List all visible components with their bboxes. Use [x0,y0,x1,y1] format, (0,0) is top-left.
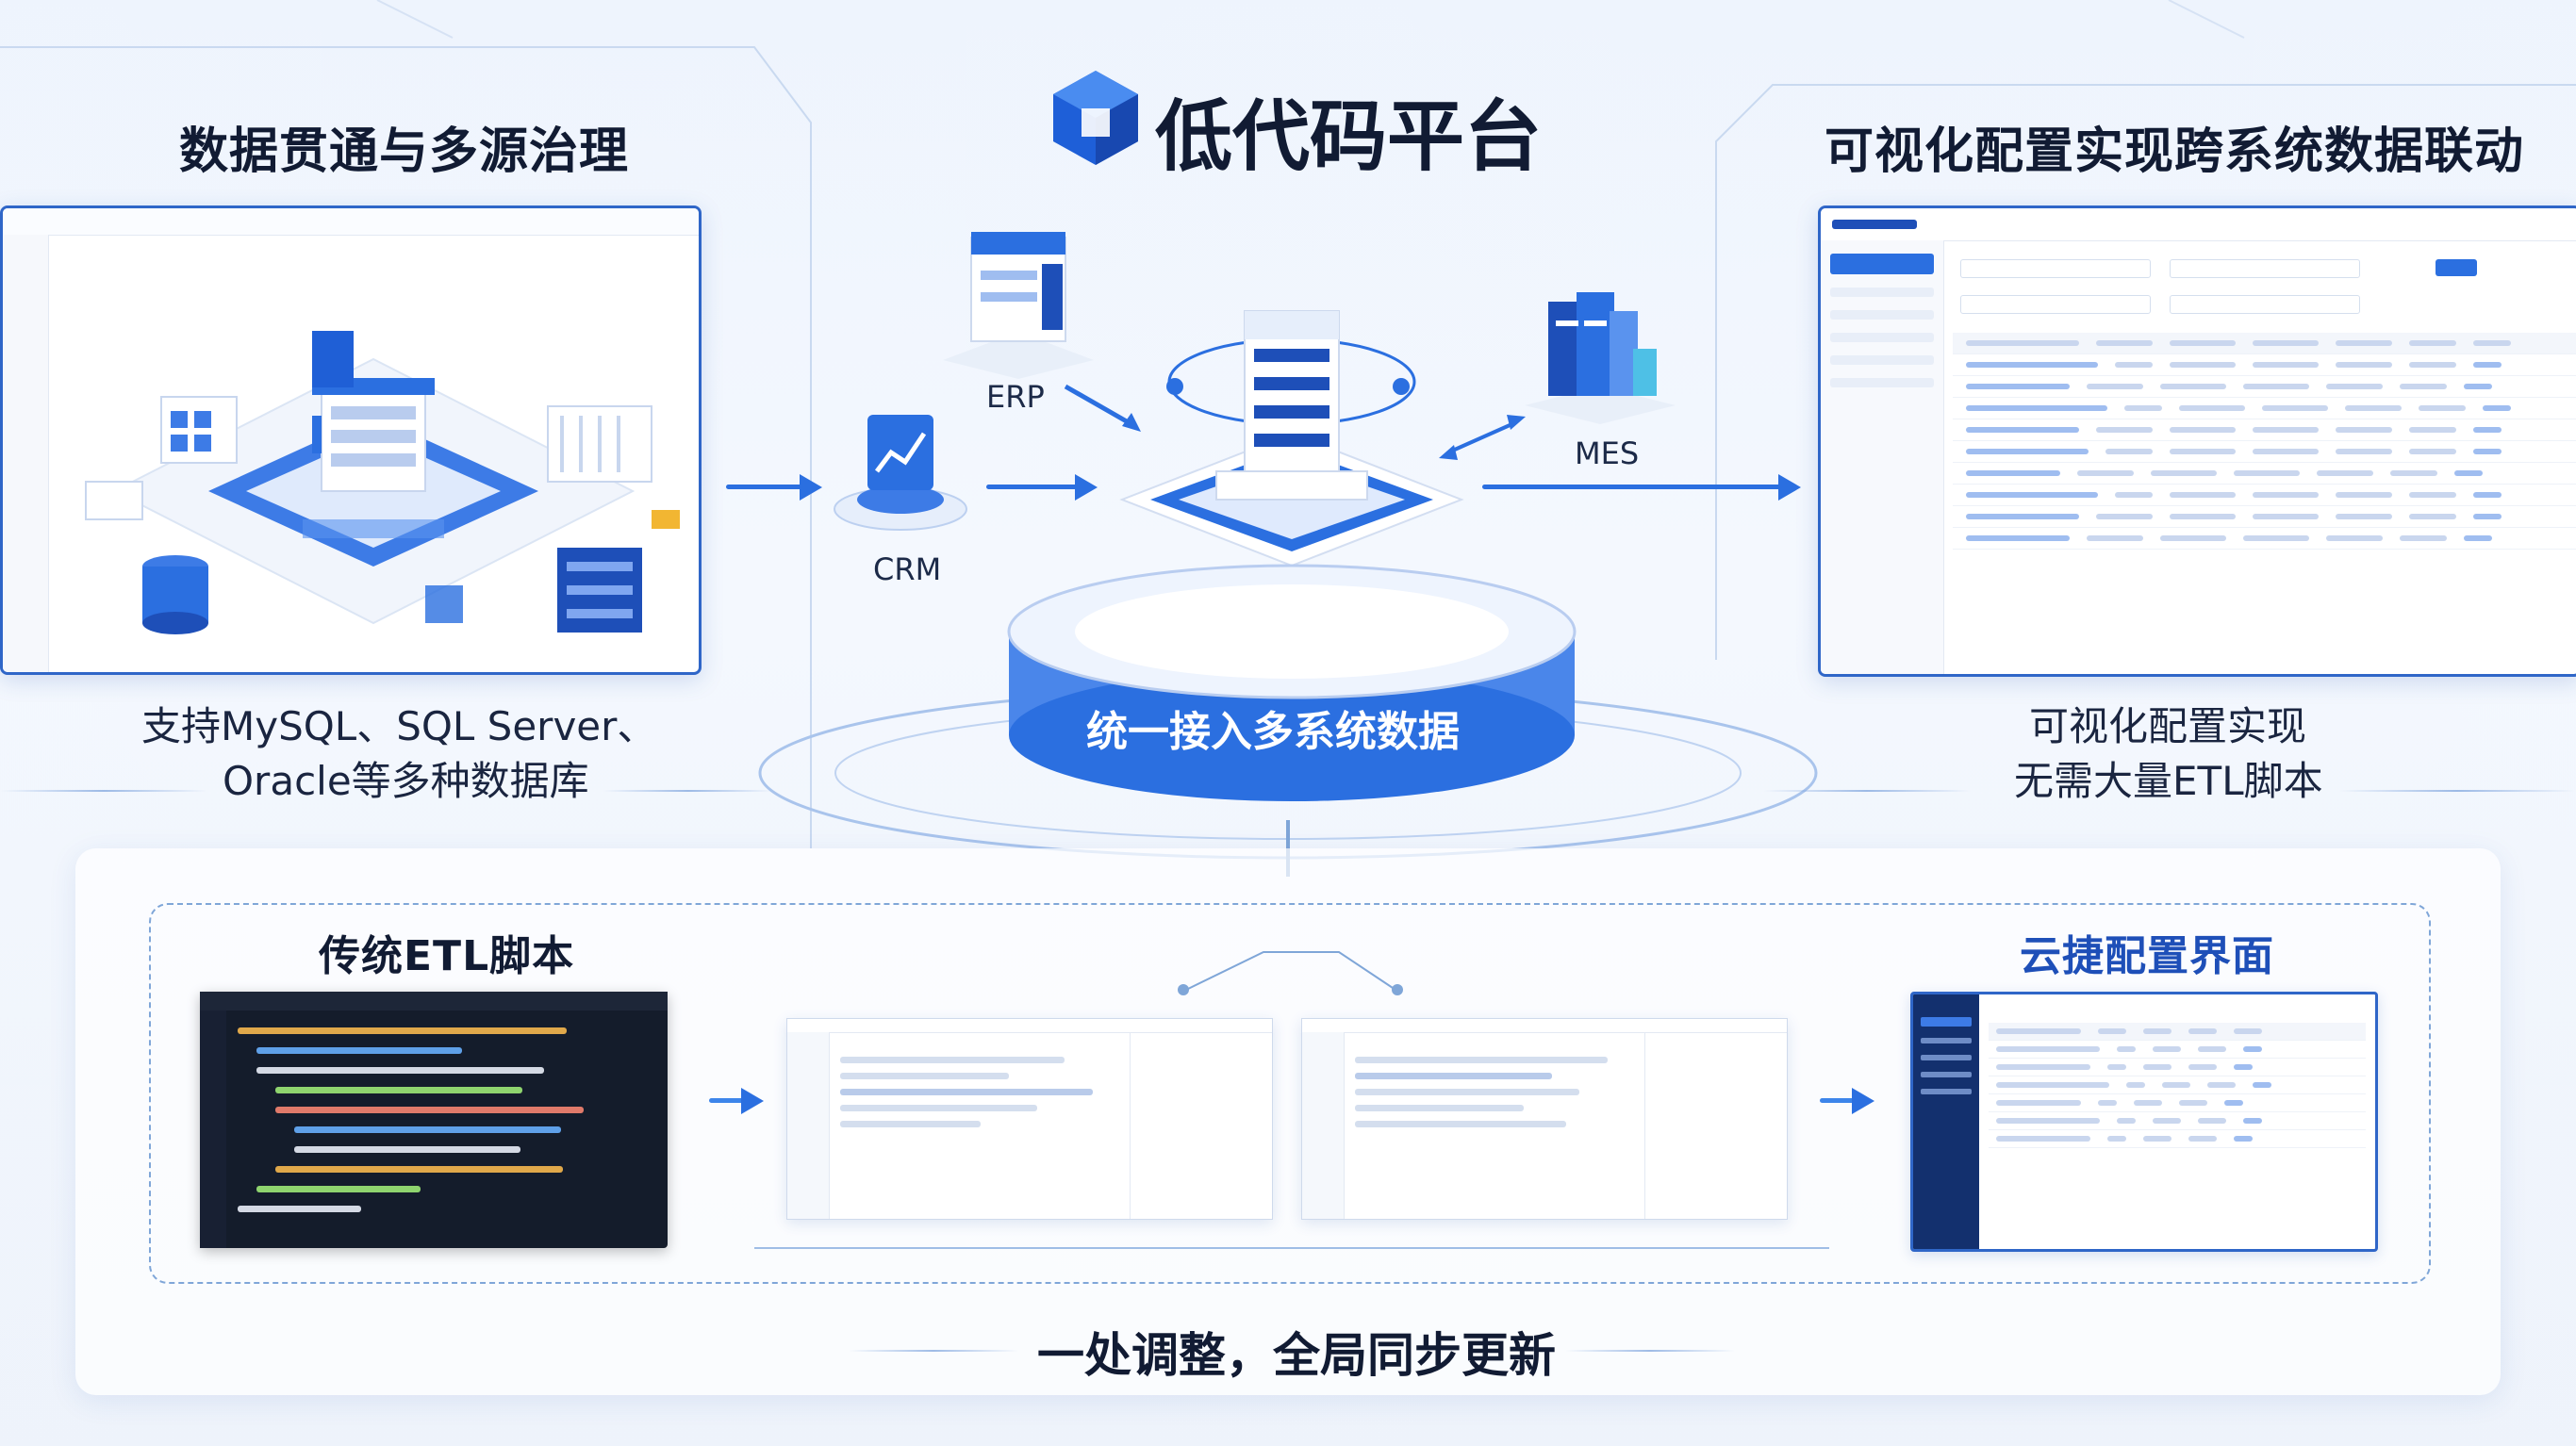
platform-label: 统一接入多系统数据 [1086,708,1460,756]
central-platform-illustration [1007,310,1577,801]
bottom-comparison-frame [149,903,2431,1284]
arrow-code-to-workflow [709,1098,747,1103]
right-caption-line2: 无需大量ETL脚本 [2014,758,2323,804]
left-illustration-panel [0,205,702,675]
right-ui-panel [1818,205,2576,677]
left-caption-line2: Oracle等多种数据库 [223,758,589,804]
right-caption-rule [1763,790,1971,792]
arrow-left-to-crm [726,485,806,489]
chart-icon [834,415,967,531]
arrow-workflow-to-config [1820,1098,1858,1103]
logo-cube-icon [1049,66,1143,170]
arrow-right-icon [1778,474,1801,501]
crm-label: CRM [873,551,942,587]
arrow-erp-to-platform [1064,384,1141,432]
config-ui-window [1910,992,2378,1252]
server-stack-icon [943,232,1094,379]
arrow-right-icon [1075,474,1098,501]
footer-rule-right [1565,1350,1735,1352]
erp-label: ERP [986,379,1045,415]
isometric-server-scene [85,331,680,634]
right-heading: 可视化配置实现跨系统数据联动 [1825,123,2525,180]
left-caption-rule-2 [603,790,773,792]
left-heading: 数据贯通与多源治理 [179,123,630,180]
arrow-platform-mes-bidirectional [1439,415,1526,460]
mes-label: MES [1575,435,1640,471]
right-caption-rule-2 [2338,790,2576,792]
arrow-right-icon [1852,1088,1874,1114]
arrow-right-icon [800,474,822,501]
right-caption-line1: 可视化配置实现 [2029,703,2307,749]
code-editor-window [200,992,668,1248]
arrow-crm-to-platform [986,485,1081,489]
arrow-right-icon [741,1088,764,1114]
page-title: 低代码平台 [1155,92,1543,182]
left-caption-line1: 支持MySQL、SQL Server、 [141,703,657,749]
book-files-icon [1525,292,1676,424]
footer-rule-left [849,1350,1018,1352]
bottom-connector-lines [754,951,1829,1249]
workflow-window-2 [1301,1018,1788,1220]
traditional-heading: 传统ETL脚本 [319,932,575,980]
footer-text: 一处调整，全局同步更新 [1037,1328,1556,1383]
left-caption-rule [0,790,207,792]
config-heading: 云捷配置界面 [2020,932,2274,980]
workflow-window-1 [786,1018,1273,1220]
arrow-platform-to-right [1482,485,1784,489]
